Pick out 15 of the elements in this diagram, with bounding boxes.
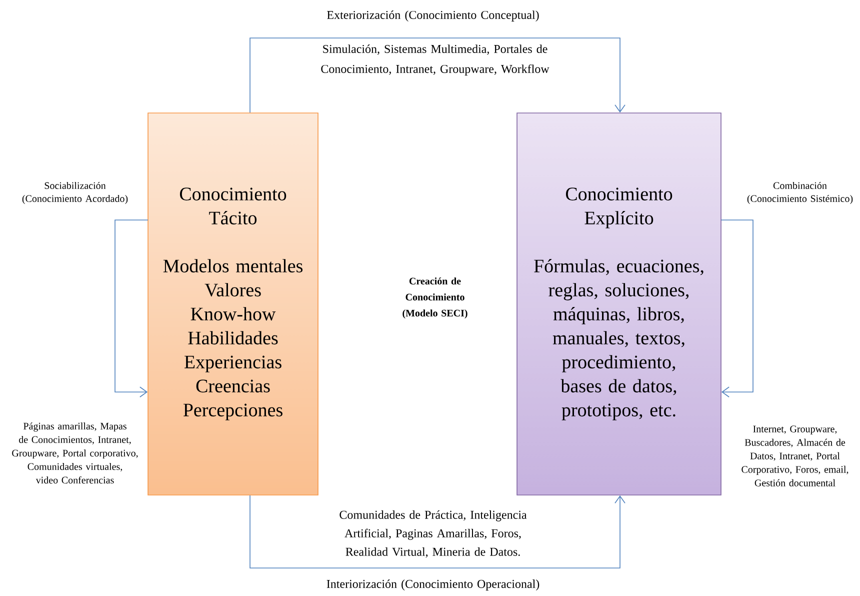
knowledge-box: Conocimiento Explícito Fórmulas, ecuaciones, reglas, soluciones, máquinas, libros, manuales, textos, procedimiento, bases de datos, prototipos, etc. xyxy=(516,112,722,496)
tool-list: Comunidades de Práctica, Inteligencia Artificial, Paginas Amarillas, Foros, Realidad Virtual, Mineria de Datos. xyxy=(340,510,527,558)
edge-label: Combinación (Conocimiento Sistémico) xyxy=(747,182,853,204)
edge-label: Sociabilización (Conocimiento Acordado) xyxy=(22,182,128,204)
arrow xyxy=(250,38,626,113)
edge-label: Exteriorización (Conocimiento Conceptual) xyxy=(327,10,539,22)
arrow xyxy=(114,220,148,398)
tool-list: Páginas amarillas, Mapas de Conocimientos, Intranet, Groupware, Portal corporativo, Comunidades virtuales, video Conferencias xyxy=(12,422,138,484)
knowledge-box: Conocimiento Tácito Modelos mentales Valores Know-how Habilidades Experiencias Creencias Percepciones xyxy=(148,112,318,496)
edge-label: Interiorización (Conocimiento Operacional) xyxy=(326,580,540,590)
tool-list: Simulación, Sistemas Multimedia, Portales de Conocimiento, Intranet, Groupware, Workflow xyxy=(321,44,550,76)
arrow xyxy=(720,220,754,398)
arrow xyxy=(250,495,626,568)
center-title: Creación de Conocimiento (Modelo SECI) xyxy=(402,277,468,319)
tool-list: Internet, Groupware, Buscadores, Almacén de Datos, Intranet, Portal Corporativo, Foros, email, Gestión documental xyxy=(742,426,848,486)
